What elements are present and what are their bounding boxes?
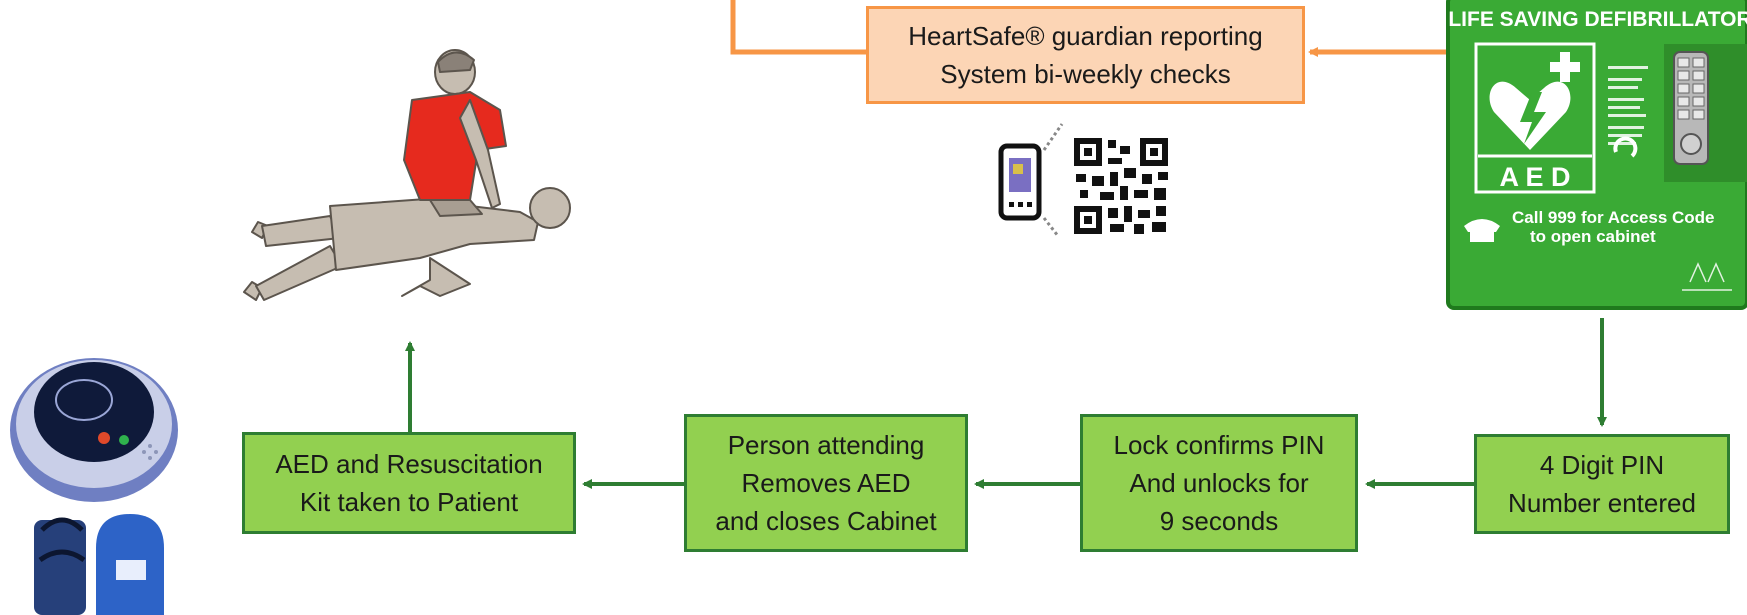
lock-confirm-box: Lock confirms PIN And unlocks for 9 seco… <box>1080 414 1358 552</box>
reporting-line-2: System bi-weekly checks <box>940 59 1231 89</box>
patient-line-2: Kit taken to Patient <box>299 487 519 517</box>
lock-line-1: Lock confirms PIN <box>1113 430 1325 460</box>
reporting-line-1: HeartSafe® guardian reporting <box>908 21 1263 51</box>
pin-entry-box: 4 Digit PIN Number entered <box>1474 434 1730 534</box>
patient-kit-box: AED and Resuscitation Kit taken to Patie… <box>242 432 576 534</box>
lock-line-2: And unlocks for <box>1129 468 1309 498</box>
reporting-box: HeartSafe® guardian reporting System bi-… <box>866 6 1305 104</box>
remove-aed-box: Person attending Removes AED and closes … <box>684 414 968 552</box>
pin-line-2: Number entered <box>1508 488 1696 518</box>
reporting-feedback-line <box>730 0 866 55</box>
pin-line-1: 4 Digit PIN <box>1539 450 1665 480</box>
lock-line-3: 9 seconds <box>1159 506 1279 536</box>
remove-line-1: Person attending <box>727 430 925 460</box>
patient-line-1: AED and Resuscitation <box>275 449 543 479</box>
remove-line-2: Removes AED <box>741 468 911 498</box>
remove-line-3: and closes Cabinet <box>715 506 937 536</box>
